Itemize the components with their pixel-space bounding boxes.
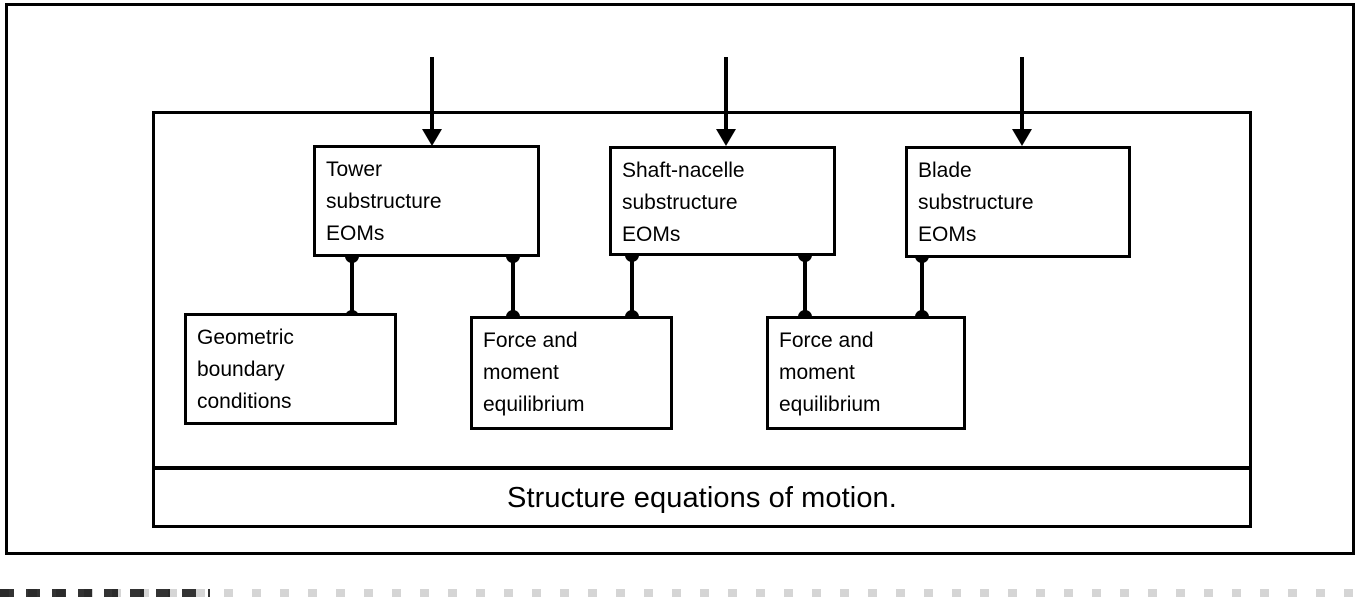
box-force-1-line-3: equilibrium: [483, 393, 585, 416]
box-force-2-line-3: equilibrium: [779, 393, 881, 416]
scan-artifact-row: [0, 589, 1359, 597]
box-tower-substructure-eoms: Tower substructure EOMs: [313, 145, 540, 257]
box-geometric-line-1: Geometric: [197, 326, 294, 349]
box-tower-line-2: substructure: [326, 190, 442, 213]
input-arrow-shaft-nacelle-icon: [716, 57, 736, 146]
inner-frame-border: [152, 111, 1252, 528]
box-shaft-line-3: EOMs: [622, 223, 681, 246]
box-geometric-boundary-conditions: Geometric boundary conditions: [184, 313, 397, 425]
box-force-1-line-1: Force and: [483, 329, 578, 352]
arrowhead-icon: [422, 129, 442, 146]
box-shaft-line-2: substructure: [622, 191, 738, 214]
box-force-moment-equilibrium-1: Force and moment equilibrium: [470, 316, 673, 430]
arrowhead-icon: [1012, 129, 1032, 146]
connector-shaft-nacelle-to-force-moment-2: [798, 248, 812, 324]
box-geometric-line-3: conditions: [197, 390, 292, 413]
box-shaft-nacelle-substructure-eoms: Shaft-nacelle substructure EOMs: [609, 146, 836, 256]
box-force-1-line-2: moment: [483, 361, 559, 384]
scan-artifact-row-left: [0, 589, 210, 597]
box-blade-line-1: Blade: [918, 159, 972, 182]
box-force-moment-equilibrium-2: Force and moment equilibrium: [766, 316, 966, 430]
box-blade-line-3: EOMs: [918, 223, 977, 246]
box-geometric-line-2: boundary: [197, 358, 285, 381]
caption-separator-rule: [152, 466, 1252, 470]
box-tower-line-1: Tower: [326, 158, 383, 181]
connector-tower-to-force-moment-1: [506, 249, 520, 324]
box-shaft-line-1: Shaft-nacelle: [622, 159, 745, 182]
connector-shaft-nacelle-to-force-moment-1: [625, 248, 639, 324]
box-blade-line-2: substructure: [918, 191, 1034, 214]
caption-band: Structure equations of motion.: [152, 470, 1252, 527]
box-force-2-line-2: moment: [779, 361, 855, 384]
input-arrow-tower-icon: [422, 57, 442, 146]
figure-caption: Structure equations of motion.: [507, 482, 897, 514]
connector-tower-to-geometric: [345, 249, 359, 324]
arrowhead-icon: [716, 129, 736, 146]
box-tower-line-3: EOMs: [326, 222, 385, 245]
input-arrow-blade-icon: [1012, 57, 1032, 146]
box-blade-substructure-eoms: Blade substructure EOMs: [905, 146, 1131, 258]
box-force-2-line-1: Force and: [779, 329, 874, 352]
connector-blade-to-force-moment-2: [915, 249, 929, 324]
outer-frame-border: [5, 3, 1355, 555]
